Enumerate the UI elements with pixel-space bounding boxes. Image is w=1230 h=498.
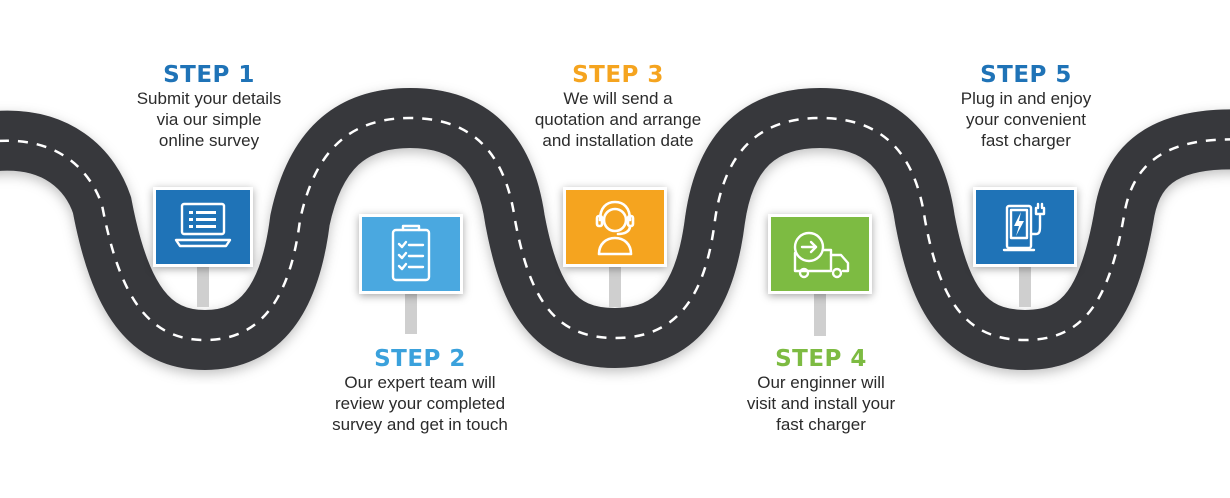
step-3: STEP 3 We will send a quotation and arra… — [508, 62, 728, 151]
step-4-title: STEP 4 — [775, 346, 867, 372]
step-3-sign — [563, 187, 667, 307]
step-2-line-1: Our expert team will — [344, 373, 496, 392]
step-1-line-3: online survey — [158, 131, 260, 150]
step-5-description: Plug in and enjoy your convenient fast c… — [916, 88, 1136, 151]
sign-post — [1019, 267, 1031, 307]
sign-post — [609, 267, 621, 307]
step-3-line-3: and installation date — [542, 131, 694, 150]
step-4-sign — [768, 214, 872, 336]
step-3-line-2: quotation and arrange — [534, 110, 702, 129]
step-1-line-1: Submit your details — [136, 89, 282, 108]
sign-post — [197, 267, 209, 307]
step-3-title: STEP 3 — [572, 62, 664, 88]
sign-post — [405, 294, 417, 334]
step-3-sign-board — [563, 187, 667, 267]
step-5-line-2: your convenient — [965, 110, 1087, 129]
ev-charger-icon — [1002, 202, 1046, 252]
step-5-line-1: Plug in and enjoy — [960, 89, 1092, 108]
step-5-title: STEP 5 — [980, 62, 1072, 88]
step-4-line-1: Our enginner will — [757, 373, 885, 392]
headset-agent-icon — [595, 200, 635, 256]
step-5-sign-board — [973, 187, 1077, 267]
step-2-sign-board — [359, 214, 463, 294]
step-2: STEP 2 Our expert team will review your … — [305, 346, 535, 435]
step-3-line-1: We will send a — [563, 89, 673, 108]
sign-post — [814, 294, 826, 336]
step-1: STEP 1 Submit your details via our simpl… — [104, 62, 314, 151]
road-dashed-line — [0, 116, 1230, 342]
step-1-sign — [153, 187, 253, 307]
step-4: STEP 4 Our enginner will visit and insta… — [711, 346, 931, 435]
step-4-line-3: fast charger — [776, 415, 866, 434]
step-1-line-2: via our simple — [156, 110, 262, 129]
step-5: STEP 5 Plug in and enjoy your convenient… — [916, 62, 1136, 151]
delivery-truck-icon — [793, 231, 850, 279]
step-5-sign — [973, 187, 1077, 307]
laptop-checklist-icon — [174, 202, 232, 248]
step-1-description: Submit your details via our simple onlin… — [104, 88, 314, 151]
step-2-description: Our expert team will review your complet… — [305, 372, 535, 435]
step-2-sign — [359, 214, 463, 334]
step-2-line-3: survey and get in touch — [332, 415, 508, 434]
step-4-description: Our enginner will visit and install your… — [711, 372, 931, 435]
step-3-description: We will send a quotation and arrange and… — [508, 88, 728, 151]
step-4-line-2: visit and install your — [746, 394, 896, 413]
step-4-sign-board — [768, 214, 872, 294]
step-1-sign-board — [153, 187, 253, 267]
clipboard-checklist-icon — [391, 224, 431, 282]
step-1-title: STEP 1 — [163, 62, 255, 88]
step-2-title: STEP 2 — [374, 346, 466, 372]
step-2-line-2: review your completed — [334, 394, 506, 413]
step-5-line-3: fast charger — [981, 131, 1071, 150]
